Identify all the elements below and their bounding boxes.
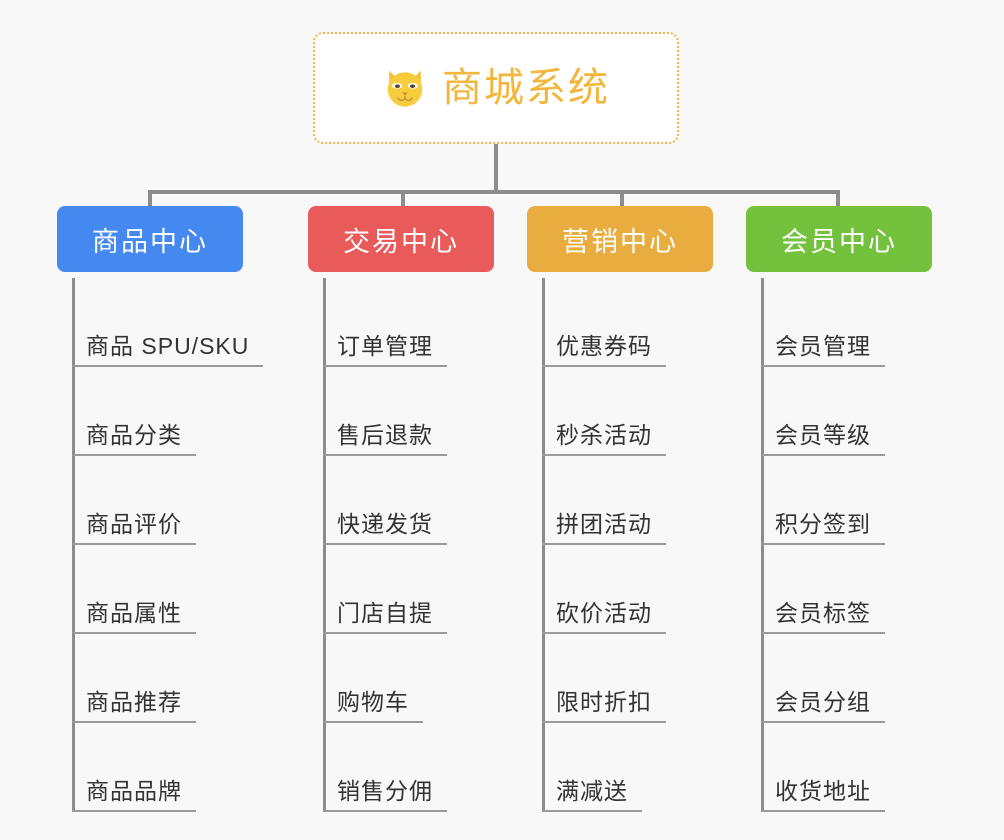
leaf-item[interactable]: 会员分组 — [761, 634, 885, 723]
leaf-item[interactable]: 售后退款 — [323, 367, 447, 456]
bus-connector — [148, 190, 840, 194]
leaf-label: 限时折扣 — [556, 688, 652, 715]
leaf-item[interactable]: 优惠券码 — [542, 278, 666, 367]
leaf-item[interactable]: 限时折扣 — [542, 634, 666, 723]
category-box-3[interactable]: 营销中心 — [527, 206, 713, 272]
category-box-1[interactable]: 商品中心 — [57, 206, 243, 272]
leaf-item[interactable]: 砍价活动 — [542, 545, 666, 634]
category-box-4[interactable]: 会员中心 — [746, 206, 932, 272]
branch-drop-connector-4 — [836, 190, 840, 206]
leaf-item[interactable]: 门店自提 — [323, 545, 447, 634]
leaf-item[interactable]: 收货地址 — [761, 723, 885, 812]
leaf-label: 商品品牌 — [86, 777, 182, 804]
leaf-item[interactable]: 销售分佣 — [323, 723, 447, 812]
branch-drop-connector-1 — [148, 190, 152, 206]
leaf-label: 积分签到 — [775, 510, 871, 537]
leaf-item[interactable]: 会员管理 — [761, 278, 885, 367]
leaf-item[interactable]: 快递发货 — [323, 456, 447, 545]
leaf-label: 门店自提 — [337, 599, 433, 626]
leaf-label: 优惠券码 — [556, 332, 652, 359]
leaf-item[interactable]: 商品属性 — [72, 545, 196, 634]
leaf-label: 订单管理 — [337, 332, 433, 359]
leaf-label: 会员标签 — [775, 599, 871, 626]
leaf-item[interactable]: 商品分类 — [72, 367, 196, 456]
leaf-label: 满减送 — [556, 777, 628, 804]
category-label-1: 商品中心 — [92, 226, 208, 257]
leaf-label: 会员等级 — [775, 421, 871, 448]
trunk-line-3 — [542, 278, 545, 812]
leaf-label: 商品评价 — [86, 510, 182, 537]
leaf-item[interactable]: 秒杀活动 — [542, 367, 666, 456]
trunk-line-2 — [323, 278, 326, 812]
branch-drop-connector-3 — [620, 190, 624, 206]
leaf-item[interactable]: 订单管理 — [323, 278, 447, 367]
leaf-item[interactable]: 满减送 — [542, 723, 642, 812]
branch-drop-connector-2 — [401, 190, 405, 206]
leaf-item[interactable]: 购物车 — [323, 634, 423, 723]
root-drop-connector — [494, 144, 498, 192]
leaf-label: 砍价活动 — [556, 599, 652, 626]
leaf-label: 会员管理 — [775, 332, 871, 359]
root-title: 商城系统 — [442, 66, 610, 110]
leaf-item[interactable]: 商品品牌 — [72, 723, 196, 812]
category-label-4: 会员中心 — [781, 226, 897, 257]
leaf-label: 商品分类 — [86, 421, 182, 448]
leaf-label: 会员分组 — [775, 688, 871, 715]
shiba-dog-face-icon — [387, 70, 423, 109]
category-box-2[interactable]: 交易中心 — [308, 206, 494, 272]
category-label-3: 营销中心 — [562, 226, 678, 257]
leaf-label: 商品 SPU/SKU — [86, 332, 250, 359]
leaf-label: 售后退款 — [337, 421, 433, 448]
category-label-2: 交易中心 — [343, 226, 459, 257]
leaf-label: 购物车 — [337, 688, 409, 715]
leaf-label: 秒杀活动 — [556, 421, 652, 448]
leaf-item[interactable]: 会员标签 — [761, 545, 885, 634]
leaf-label: 收货地址 — [775, 777, 871, 804]
leaf-label: 拼团活动 — [556, 510, 652, 537]
leaf-item[interactable]: 拼团活动 — [542, 456, 666, 545]
leaf-label: 快递发货 — [337, 510, 433, 537]
root-node[interactable]: 商城系统 — [313, 32, 679, 144]
trunk-line-1 — [72, 278, 75, 812]
leaf-label: 商品属性 — [86, 599, 182, 626]
leaf-label: 商品推荐 — [86, 688, 182, 715]
trunk-line-4 — [761, 278, 764, 812]
leaf-item[interactable]: 商品评价 — [72, 456, 196, 545]
leaf-item[interactable]: 商品推荐 — [72, 634, 196, 723]
leaf-item[interactable]: 会员等级 — [761, 367, 885, 456]
leaf-label: 销售分佣 — [337, 777, 433, 804]
leaf-item[interactable]: 积分签到 — [761, 456, 885, 545]
leaf-item[interactable]: 商品 SPU/SKU — [72, 278, 264, 367]
